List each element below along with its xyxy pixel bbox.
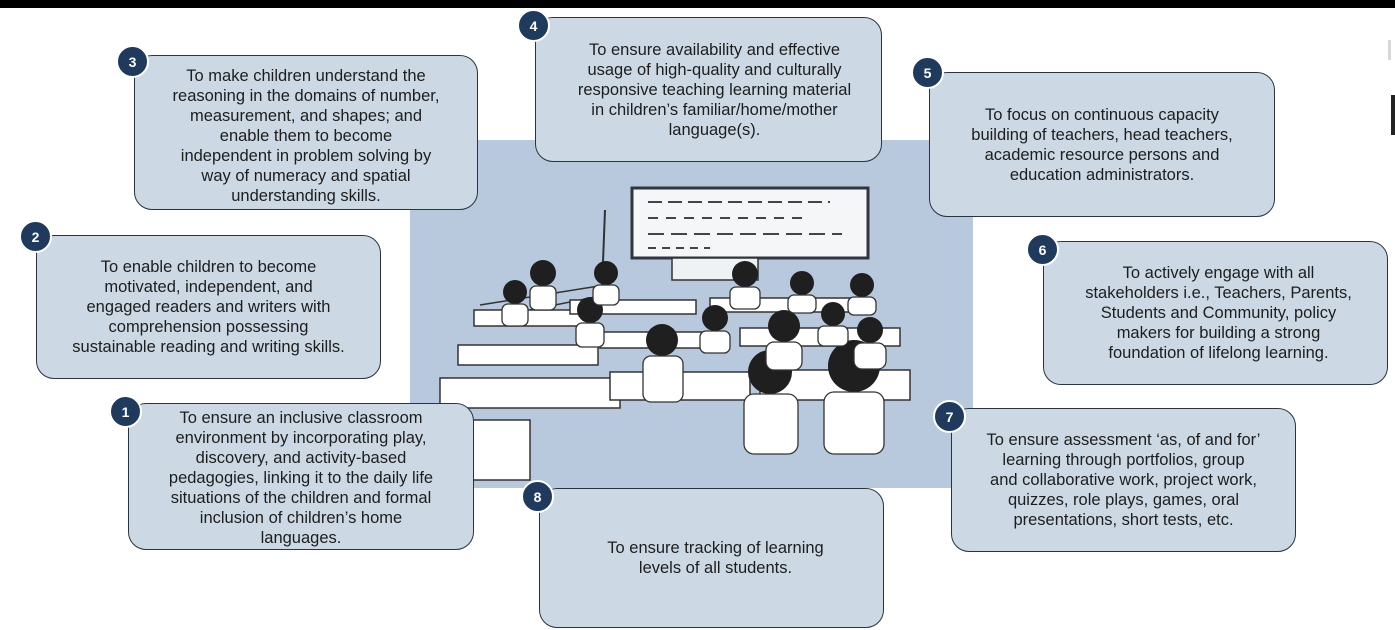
goal-badge-4: 4 <box>517 9 550 42</box>
goal-badge-5: 5 <box>911 56 944 89</box>
blackboard <box>630 186 870 260</box>
edge-mark-dark <box>1391 95 1395 135</box>
goal-box-2: To enable children to become motivated, … <box>36 235 381 379</box>
edge-mark-light <box>1388 40 1391 60</box>
goal-text-2: To enable children to become motivated, … <box>72 258 345 356</box>
goal-box-7: To ensure assessment ‘as, of and for’ le… <box>951 408 1296 552</box>
goal-badge-6: 6 <box>1026 233 1059 266</box>
goal-box-6: To actively engage with all stakeholders… <box>1043 241 1388 385</box>
goal-text-8: To ensure tracking of learning levels of… <box>607 539 824 577</box>
goal-badge-1: 1 <box>109 395 142 428</box>
goal-text-6: To actively engage with all stakeholders… <box>1085 264 1352 362</box>
edge-scroll-marks <box>1384 40 1395 140</box>
goal-text-4: To ensure availability and effective usa… <box>577 40 852 139</box>
goal-text-7: To ensure assessment ‘as, of and for’ le… <box>986 431 1261 529</box>
goal-badge-2: 2 <box>19 220 52 253</box>
goal-text-3: To make children understand the reasonin… <box>172 67 440 205</box>
classroom-illustration <box>410 140 973 488</box>
goal-badge-3: 3 <box>116 45 149 78</box>
goal-text-5: To focus on continuous capacity building… <box>971 105 1233 184</box>
goal-box-5: To focus on continuous capacity building… <box>929 72 1275 217</box>
goal-badge-7: 7 <box>933 400 966 433</box>
goal-text-1: To ensure an inclusive classroom environ… <box>168 409 434 547</box>
goal-box-1: To ensure an inclusive classroom environ… <box>128 403 474 550</box>
goal-box-8: To ensure tracking of learning levels of… <box>539 488 884 628</box>
top-black-bar <box>0 0 1395 8</box>
goal-box-3: To make children understand the reasonin… <box>134 55 478 210</box>
goal-box-4: To ensure availability and effective usa… <box>535 17 882 162</box>
goal-badge-8: 8 <box>521 480 554 513</box>
classroom-drawing <box>410 186 911 481</box>
